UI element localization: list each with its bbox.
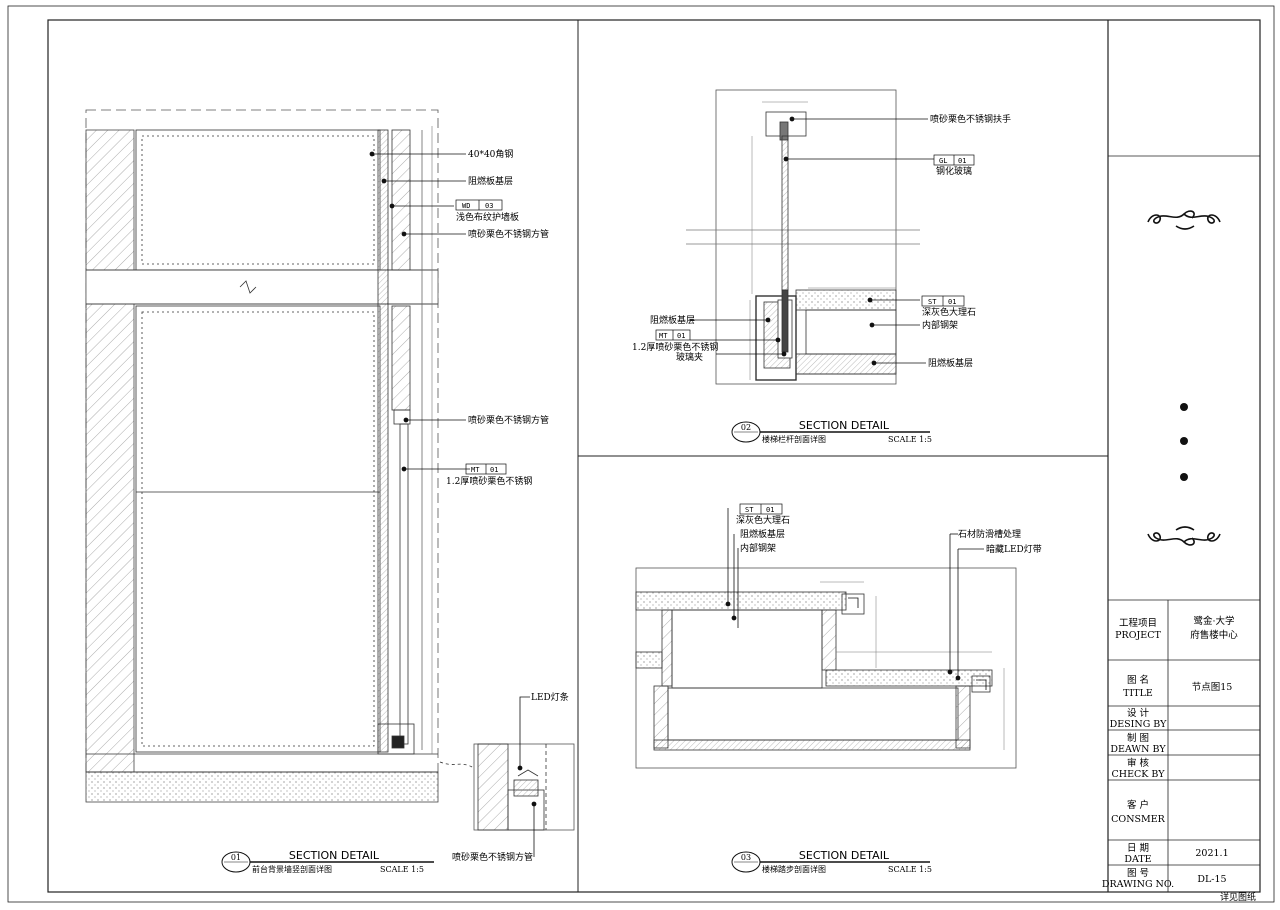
label-antislip: 石材防滑槽处理	[958, 528, 1021, 540]
tb-title-cn: 图 名	[1127, 674, 1149, 686]
label-fr-left: 阻燃板基层	[650, 314, 695, 326]
tb-project-en: PROJECT	[1115, 630, 1161, 641]
label-glass-clamp: 玻璃夹	[676, 351, 703, 363]
tb-date-value: 2021.1	[1195, 848, 1228, 859]
tag-mt-no-02: 01	[677, 332, 685, 340]
tb-design-en: DESING BY	[1110, 719, 1168, 730]
tb-check-en: CHECK BY	[1112, 769, 1166, 780]
detail-03-leaders	[725, 508, 984, 681]
sheet-frame	[7, 5, 1275, 903]
label-tube-mid: 喷砂栗色不锈钢方管	[468, 414, 549, 426]
label-fr-base: 阻燃板基层	[468, 175, 513, 187]
detail-02-title: 02 SECTION DETAIL 楼梯栏杆剖面详图 SCALE 1:5	[731, 419, 932, 444]
tb-check-cn: 审 核	[1127, 757, 1150, 769]
tb-drawing-en: DRAWING NO.	[1102, 879, 1174, 890]
detail-02-subtitle: 楼梯栏杆剖面详图	[762, 434, 826, 444]
detail-03-labels: ST 01 深灰色大理石 阻燃板基层 内部钢架 石材防滑槽处理 暗藏LED灯带	[736, 503, 1042, 555]
detail-02-leaders	[690, 116, 934, 366]
detail-02-number: 02	[741, 423, 751, 432]
tb-title-value: 节点图15	[1192, 682, 1233, 693]
label-angle-steel: 40*40角钢	[468, 148, 513, 160]
tb-drawn-en: DEAWN BY	[1110, 744, 1166, 755]
detail-01-number: 01	[231, 853, 241, 862]
tb-title-en: TITLE	[1123, 688, 1153, 699]
title-block-text: 工程项目 PROJECT 鹭金·大学 府售楼中心 图 名 TITLE 节点图15…	[1102, 615, 1238, 890]
label-mt-name: 1.2厚喷砂栗色不锈钢	[446, 475, 532, 487]
tb-drawing-value: DL-15	[1197, 874, 1226, 885]
detail-02-scale: SCALE 1:5	[888, 435, 932, 444]
label-steel-frame: 内部钢架	[922, 319, 958, 331]
tag-mt-code-02: MT	[659, 332, 668, 340]
tb-date-cn: 日 期	[1127, 843, 1149, 854]
tb-client-en: CONSMER	[1111, 814, 1166, 825]
tag-mt-code: MT	[471, 466, 480, 474]
detail-03-subtitle: 楼梯踏步剖面详图	[762, 864, 826, 874]
ornament-dots-icon	[1180, 403, 1188, 481]
label-fr-right: 阻燃板基层	[928, 357, 973, 369]
tag-st-code-03: ST	[745, 506, 754, 514]
label-steel-03: 内部钢架	[740, 542, 776, 554]
tag-mt-no: 01	[490, 466, 498, 474]
label-fr-03: 阻燃板基层	[740, 528, 785, 540]
detail-01-heading: SECTION DETAIL	[289, 849, 380, 862]
label-led-strip: 暗藏LED灯带	[986, 543, 1042, 555]
detail-01-subtitle: 前台背景墙竖剖面详图	[252, 864, 332, 874]
detail-01-drawing	[85, 109, 575, 831]
detail-03-title: 03 SECTION DETAIL 楼梯踏步剖面详图 SCALE 1:5	[731, 849, 932, 874]
tb-client-cn: 客 户	[1127, 799, 1149, 811]
tag-st-code: ST	[928, 298, 937, 306]
label-wd-name: 浅色布纹护墙板	[456, 211, 519, 223]
detail-03-drawing	[635, 567, 1017, 769]
title-block	[1108, 155, 1260, 892]
label-led: LED灯条	[531, 691, 569, 703]
tb-drawing-cn: 图 号	[1127, 868, 1149, 879]
label-mt-name-02: 1.2厚喷砂栗色不锈钢	[632, 341, 718, 353]
tag-st-no: 01	[948, 298, 956, 306]
tb-project-cn: 工程项目	[1119, 618, 1157, 629]
ornament-bottom-icon	[1147, 526, 1221, 546]
label-glass: 钢化玻璃	[936, 165, 972, 177]
tag-gl-no: 01	[958, 157, 966, 165]
detail-03-scale: SCALE 1:5	[888, 865, 932, 874]
tb-project-value-1: 鹭金·大学	[1193, 615, 1234, 627]
label-tube-top: 喷砂栗色不锈钢方管	[468, 228, 549, 240]
tag-st-no-03: 01	[766, 506, 774, 514]
detail-01-leaders	[369, 151, 537, 857]
tb-design-cn: 设 计	[1127, 707, 1150, 719]
detail-03-number: 03	[741, 853, 751, 862]
detail-02-labels: 喷砂栗色不锈钢扶手 GL 01 钢化玻璃 ST 01 深灰色大理石 内部钢架 阻…	[632, 113, 1011, 369]
label-handrail: 喷砂栗色不锈钢扶手	[930, 113, 1011, 125]
tag-wd-code: WD	[462, 202, 470, 210]
tb-project-value-2: 府售楼中心	[1190, 629, 1238, 641]
footer-note: 详见图纸	[1220, 891, 1256, 903]
ornament-top-icon	[1147, 210, 1221, 230]
tag-gl-code: GL	[939, 157, 947, 165]
detail-01-title: 01 SECTION DETAIL 前台背景墙竖剖面详图 SCALE 1:5	[221, 849, 434, 874]
label-marble: 深灰色大理石	[922, 306, 976, 318]
detail-01-labels: 40*40角钢 阻燃板基层 WD 03 浅色布纹护墙板 喷砂栗色不锈钢方管 喷砂…	[446, 148, 569, 863]
tb-drawn-cn: 制 图	[1127, 732, 1149, 744]
detail-02-heading: SECTION DETAIL	[799, 419, 890, 432]
detail-01-scale: SCALE 1:5	[380, 865, 424, 874]
tb-date-en: DATE	[1124, 854, 1151, 865]
label-marble-03: 深灰色大理石	[736, 514, 790, 526]
detail-03-heading: SECTION DETAIL	[799, 849, 890, 862]
detail-02-drawing	[686, 89, 920, 385]
label-tube-bottom: 喷砂栗色不锈钢方管	[452, 851, 533, 863]
tag-wd-no: 03	[485, 202, 493, 210]
